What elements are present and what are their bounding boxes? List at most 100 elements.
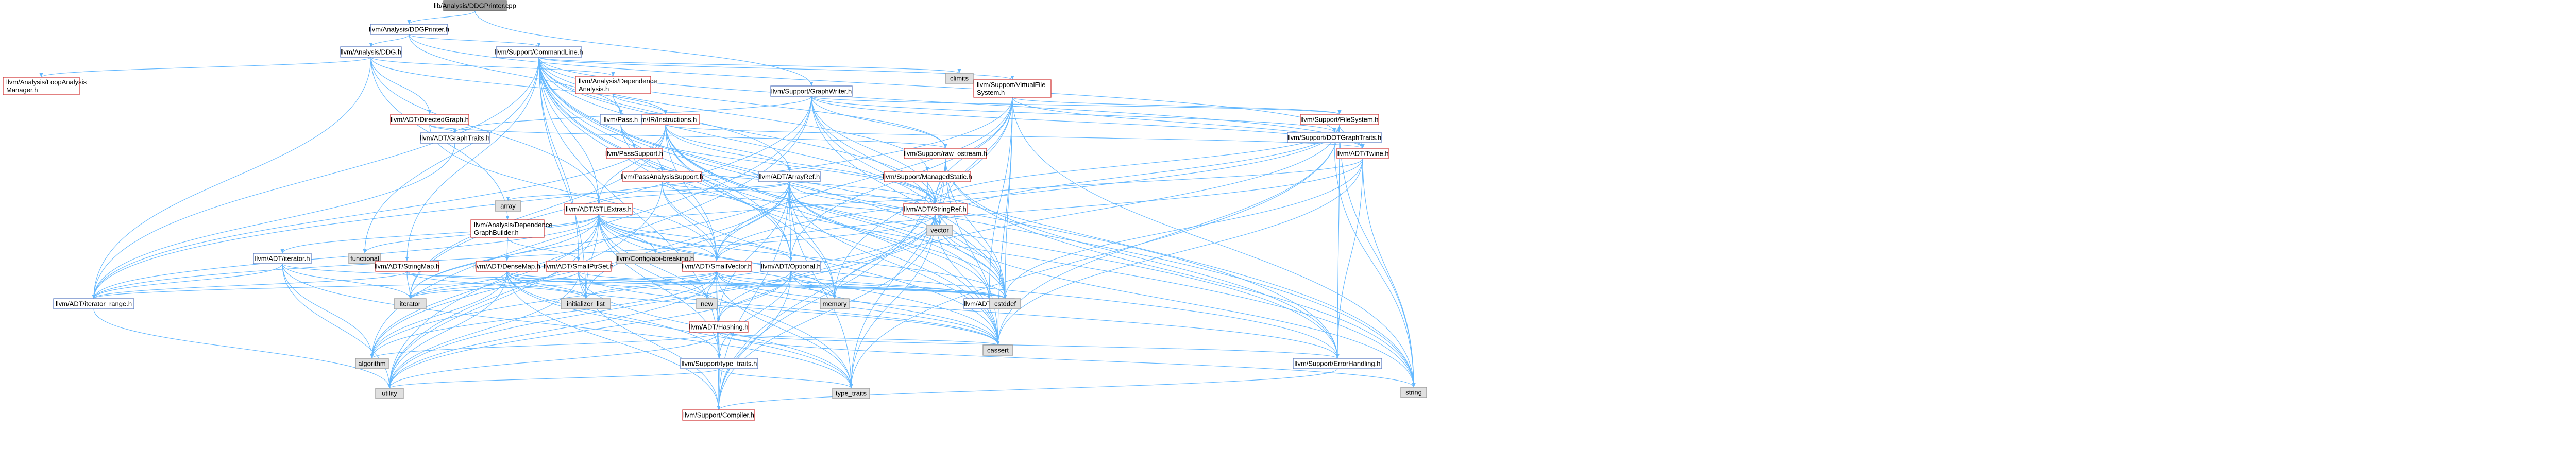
node-llvm-adt-directedgraph-h[interactable]: llvm/ADT/DirectedGraph.h <box>390 114 469 125</box>
node-llvm-support-graphwriter-h[interactable]: llvm/Support/GraphWriter.h <box>770 85 853 97</box>
node-llvm-adt-iterator-h[interactable]: llvm/ADT/iterator.h <box>253 253 312 264</box>
edge-instructions-to-cstddef <box>665 124 1006 299</box>
node-label: llvm/IR/Instructions.h <box>635 116 697 124</box>
node-llvm-adt-graphtraits-h[interactable]: llvm/ADT/GraphTraits.h <box>420 132 490 144</box>
edge-directedgraph-to-smallvector <box>429 124 717 262</box>
node-llvm-analysis-ddg-h[interactable]: llvm/Analysis/DDG.h <box>340 46 402 58</box>
edge-twine-to-string <box>1362 158 1414 388</box>
edge-cmdline-to-iterrange <box>93 57 539 299</box>
node-llvm-passanalysissupport-h[interactable]: llvm/PassAnalysisSupport.h <box>621 171 703 182</box>
node-llvm-adt-densemap-h[interactable]: llvm/ADT/DenseMap.h <box>473 261 540 272</box>
node-label: llvm/Support/type_traits.h <box>682 360 757 368</box>
edge-optional-to-cassert <box>790 271 998 346</box>
edge-vfs-to-nonenh <box>989 97 1013 299</box>
edge-graphwriter-to-utility <box>389 96 812 389</box>
node-llvm-adt-iterator-range-h[interactable]: llvm/ADT/iterator_range.h <box>53 298 134 309</box>
node-llvm-adt-stringmap-h[interactable]: llvm/ADT/StringMap.h <box>375 261 439 272</box>
node-label: llvm/Support/raw_ostream.h <box>904 150 987 158</box>
node-llvm-pass-h[interactable]: llvm/Pass.h <box>600 114 642 125</box>
node-label: llvm/ADT/Optional.h <box>761 263 821 270</box>
edge-arrowhead <box>453 129 457 133</box>
node-box <box>682 261 752 272</box>
edge-stlextras-to-iterrange <box>93 214 599 299</box>
edge-stringref-to-string <box>935 214 1414 388</box>
edge-instructions-to-errorhandling <box>665 124 1338 359</box>
edge-filesystem-to-errorhandling <box>1337 124 1340 359</box>
edge-stlextras-to-iterator <box>410 214 599 299</box>
node-label: llvm/Support/GraphWriter.h <box>771 88 852 95</box>
edge-smallvector-to-errorhandling <box>716 271 1338 359</box>
edge-arrowhead <box>1337 110 1342 114</box>
edge-densemap-to-utility <box>389 271 507 389</box>
node-lib-analysis-ddgprinter-cpp[interactable]: lib/Analysis/DDGPrinter.cpp <box>434 0 516 11</box>
node-box <box>1293 358 1382 369</box>
edge-stlextras-to-initlist <box>585 214 599 299</box>
edge-smallvector-to-utility <box>389 271 717 389</box>
node-llvm-support-compiler-h[interactable]: llvm/Support/Compiler.h <box>682 409 755 421</box>
edge-ddg-to-loopmgr <box>41 57 371 78</box>
edge-arrowhead <box>717 406 721 410</box>
node-label: llvm/ADT/iterator.h <box>255 255 310 263</box>
node-llvm-support-raw-ostream-h[interactable]: llvm/Support/raw_ostream.h <box>904 148 987 159</box>
node-box <box>973 79 1052 98</box>
edge-ddgprinter-to-dotgraphtraits <box>409 34 1335 133</box>
edge-arrowhead <box>717 354 721 358</box>
edge-arrowhead <box>369 43 373 47</box>
edge-arrayref-to-hashing <box>718 181 790 322</box>
edge-arrowhead <box>505 216 510 220</box>
node-llvm-adt-stlextras-h[interactable]: llvm/ADT/STLExtras.h <box>564 203 633 215</box>
node-llvm-adt-smallptrset-h[interactable]: llvm/ADT/SmallPtrSet.h <box>544 261 614 272</box>
node-llvm-ir-instructions-h[interactable]: llvm/IR/Instructions.h <box>632 114 700 125</box>
node-llvm-adt-smallvector-h[interactable]: llvm/ADT/SmallVector.h <box>682 261 752 272</box>
node-label: vector <box>930 227 949 234</box>
node-llvm-passsupport-h[interactable]: llvm/PassSupport.h <box>605 148 663 159</box>
node-llvm-adt-optional-h[interactable]: llvm/ADT/Optional.h <box>760 261 821 272</box>
edge-graphwriter-to-string <box>811 96 1414 388</box>
node-label: cassert <box>987 347 1009 354</box>
node-llvm-adt-hashing-h[interactable]: llvm/ADT/Hashing.h <box>689 321 749 333</box>
node-box <box>904 148 987 159</box>
node-box <box>1287 132 1382 143</box>
node-llvm-support-filesystem-h[interactable]: llvm/Support/FileSystem.h <box>1300 114 1379 125</box>
node-llvm-analysis-ddgprinter-h[interactable]: llvm/Analysis/DDGPrinter.h <box>369 24 449 35</box>
node-llvm-support-type-traits-h[interactable]: llvm/Support/type_traits.h <box>680 358 758 369</box>
node-label: llvm/ADT/ArrayRef.h <box>759 173 820 181</box>
edge-optional-to-compiler <box>718 271 791 410</box>
node-box <box>622 171 702 182</box>
node-label: llvm/ADT/GraphTraits.h <box>420 134 489 142</box>
edge-arrowhead <box>833 295 837 299</box>
edge-filesystem-to-cassert <box>997 124 1340 346</box>
edge-hashing-to-algorithm <box>371 332 719 359</box>
edge-instructions-to-stlextras <box>598 124 666 204</box>
edge-graphwriter-to-iterator <box>410 96 812 299</box>
node-llvm-adt-twine-h[interactable]: llvm/ADT/Twine.h <box>1336 148 1389 159</box>
edge-densemap-to-new <box>506 271 707 299</box>
node-llvm-support-managedstatic-h[interactable]: llvm/Support/ManagedStatic.h <box>883 171 972 182</box>
node-label: llvm/ADT/StringMap.h <box>375 263 439 270</box>
node-llvm-support-commandline-h[interactable]: llvm/Support/CommandLine.h <box>495 46 583 58</box>
edge-graphwriter-to-dotgraphtraits <box>811 96 1335 133</box>
node-label: llvm/Support/FileSystem.h <box>1301 116 1379 124</box>
edge-densemap-to-cassert <box>506 271 998 346</box>
edge-graphwriter-to-rawostream <box>811 96 946 149</box>
node-box <box>253 253 312 264</box>
edge-filesystem-to-stringref <box>935 124 1340 204</box>
edge-stringref-to-cassert <box>935 214 998 346</box>
node-box <box>470 219 545 238</box>
node-box <box>758 171 821 182</box>
edge-cmdline-to-smallvector <box>538 57 717 262</box>
edge-vfs-to-iterrange <box>93 97 1013 299</box>
edge-arrowhead <box>1412 383 1416 387</box>
node-box <box>1300 114 1379 125</box>
edge-arrowhead <box>1332 128 1336 132</box>
node-llvm-support-errorhandling-h[interactable]: llvm/Support/ErrorHandling.h <box>1293 358 1382 369</box>
edge-stringref-to-stlextras <box>598 200 936 218</box>
node-llvm-support-dotgraphtraits-h[interactable]: llvm/Support/DOTGraphTraits.h <box>1287 132 1382 143</box>
edge-arrayref-to-initlist <box>585 181 790 299</box>
node-llvm-adt-arrayref-h[interactable]: llvm/ADT/ArrayRef.h <box>758 171 821 182</box>
node-llvm-adt-stringref-h[interactable]: llvm/ADT/StringRef.h <box>903 203 968 215</box>
